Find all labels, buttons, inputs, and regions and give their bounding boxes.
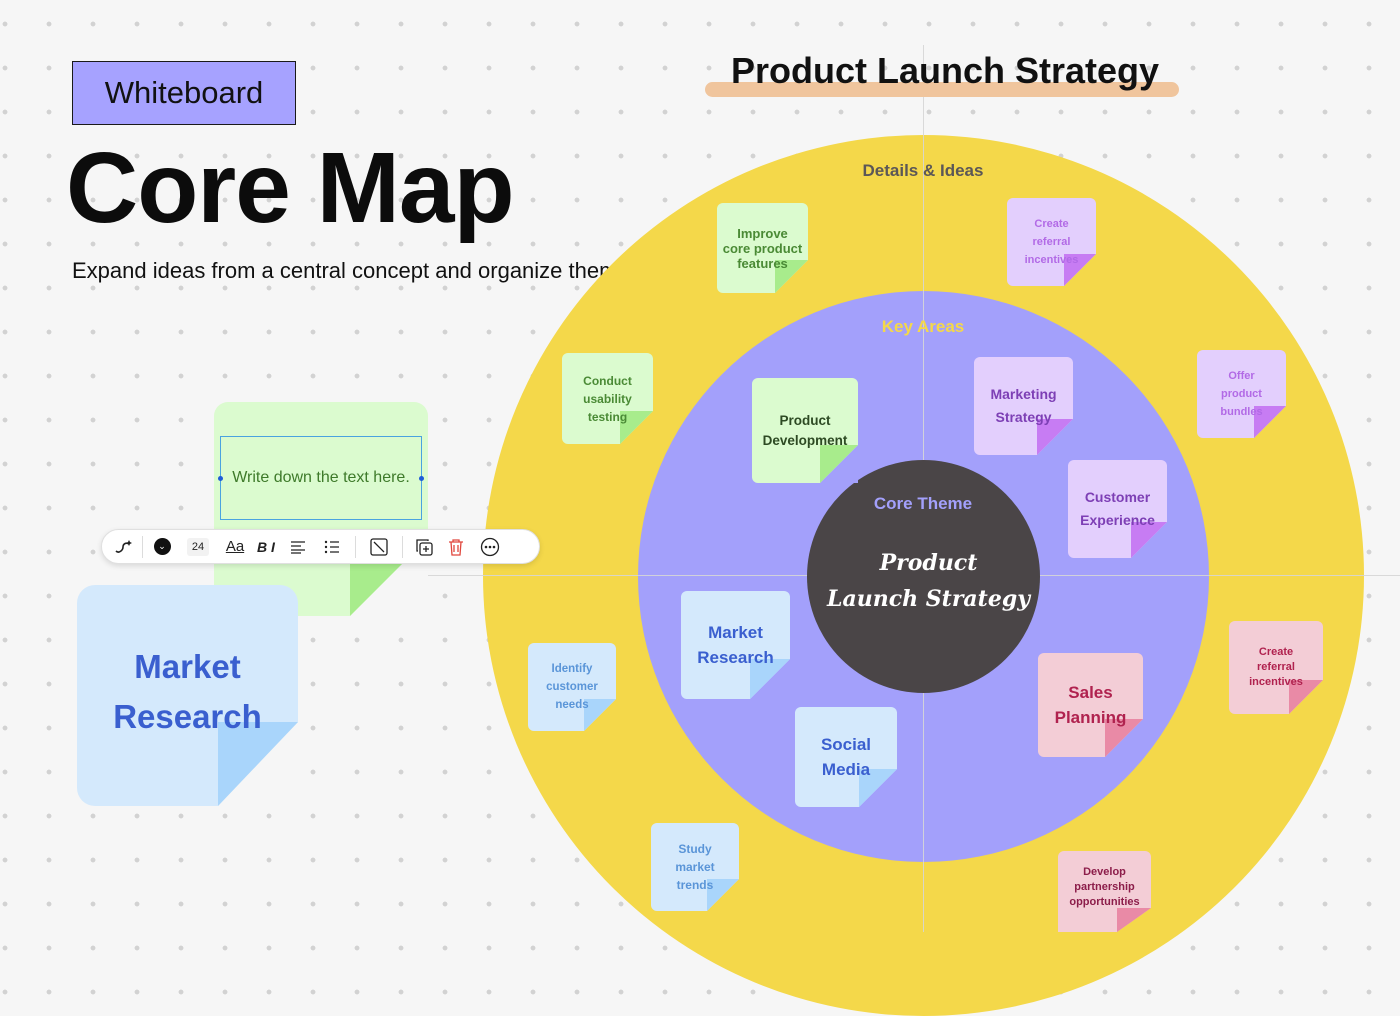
note-text: Develop partnership opportunities [1069, 866, 1140, 908]
core-theme-circle[interactable] [807, 460, 1040, 693]
map-title[interactable]: Product Launch Strategy [730, 50, 1160, 91]
bold-italic-label: B I [257, 538, 275, 555]
page-subtitle: Expand ideas from a central concept and … [72, 258, 624, 283]
sticky-note-improve-features[interactable]: Improve core product features [717, 203, 808, 293]
note-text: Sales Planning [1054, 683, 1127, 727]
sticky-note-sales-planning[interactable]: Sales Planning [1038, 653, 1143, 757]
font-size-input[interactable]: 24 [181, 529, 215, 564]
sticky-note-large-market-research[interactable]: Market Research [77, 585, 298, 806]
note-text: Social Media [820, 735, 872, 779]
note-text: Product Development [762, 412, 848, 448]
sticky-note-market-research[interactable]: Market Research [681, 591, 790, 699]
sticky-note-conduct-testing[interactable]: Conduct usability testing [562, 353, 653, 444]
sticky-note-product-development[interactable]: Product Development [752, 378, 858, 483]
note-text: Conduct usability testing [583, 373, 632, 424]
font-size-value: 24 [186, 537, 210, 556]
core-text-line-1: Product [879, 550, 978, 576]
align-icon[interactable] [281, 529, 315, 564]
color-picker-icon[interactable]: ⌄ [149, 529, 175, 564]
details-ring-label: Details & Ideas [862, 161, 984, 180]
resize-handle-left[interactable] [218, 476, 223, 481]
toolbar-divider [355, 535, 356, 558]
note-text: Customer Experience [1080, 489, 1155, 528]
core-text-line-2: Launch Strategy [827, 586, 1030, 612]
sticky-note-offer-bundles[interactable]: Offer product bundles [1197, 350, 1286, 438]
note-text: Market Research [697, 623, 774, 667]
sticky-note-identify-needs[interactable]: Identify customer needs [528, 643, 616, 731]
note-text: Offer product bundles [1220, 370, 1263, 418]
note-text-editor[interactable]: Write down the text here. [218, 436, 424, 520]
key-areas-label: Key Areas [881, 317, 965, 336]
note-text: Study market trends [675, 842, 715, 892]
sticky-note-marketing-strategy[interactable]: Marketing Strategy [974, 357, 1073, 455]
whiteboard-badge: Whiteboard [72, 61, 296, 125]
text-style-icon[interactable]: Aa [219, 529, 251, 564]
sticky-note-develop-partnerships[interactable]: Develop partnership opportunities [1058, 851, 1151, 932]
resize-handle-right[interactable] [419, 476, 424, 481]
core-theme-label: Core Theme [873, 494, 973, 513]
more-icon[interactable] [473, 529, 507, 564]
no-fill-icon[interactable] [362, 529, 396, 564]
bold-italic-icon[interactable]: B I [251, 529, 281, 564]
note-text: Improve core product features [722, 225, 803, 271]
note-text: Marketing Strategy [990, 386, 1057, 425]
toolbar-divider [142, 535, 143, 558]
note-text: Create referral incentives [1024, 218, 1079, 266]
sticky-note-customer-experience[interactable]: Customer Experience [1068, 460, 1167, 558]
sticky-note-create-referral-right[interactable]: Create referral incentives [1229, 621, 1323, 714]
sticky-note-create-referral-top[interactable]: Create referral incentives [1007, 198, 1096, 286]
list-icon[interactable] [315, 529, 349, 564]
toolbar-divider [402, 535, 403, 558]
large-note-text: Market Research [113, 647, 262, 735]
ai-sparkle-icon[interactable] [112, 529, 136, 564]
core-theme-text[interactable]: Product Launch Strategy [812, 545, 1045, 617]
text-style-label: Aa [225, 538, 245, 555]
note-text: Create referral incentives [1249, 646, 1303, 688]
editor-text: Write down the text here. [232, 469, 410, 486]
duplicate-icon[interactable] [409, 529, 439, 564]
text-format-toolbar: ⌄ 24 Aa B I [101, 529, 540, 564]
delete-icon[interactable] [439, 529, 473, 564]
note-text: Identify customer needs [546, 663, 598, 711]
sticky-note-study-trends[interactable]: Study market trends [651, 823, 739, 911]
title-highlight [705, 82, 1179, 97]
page-title: Core Map [66, 132, 515, 244]
sticky-note-social-media[interactable]: Social Media [795, 707, 897, 807]
